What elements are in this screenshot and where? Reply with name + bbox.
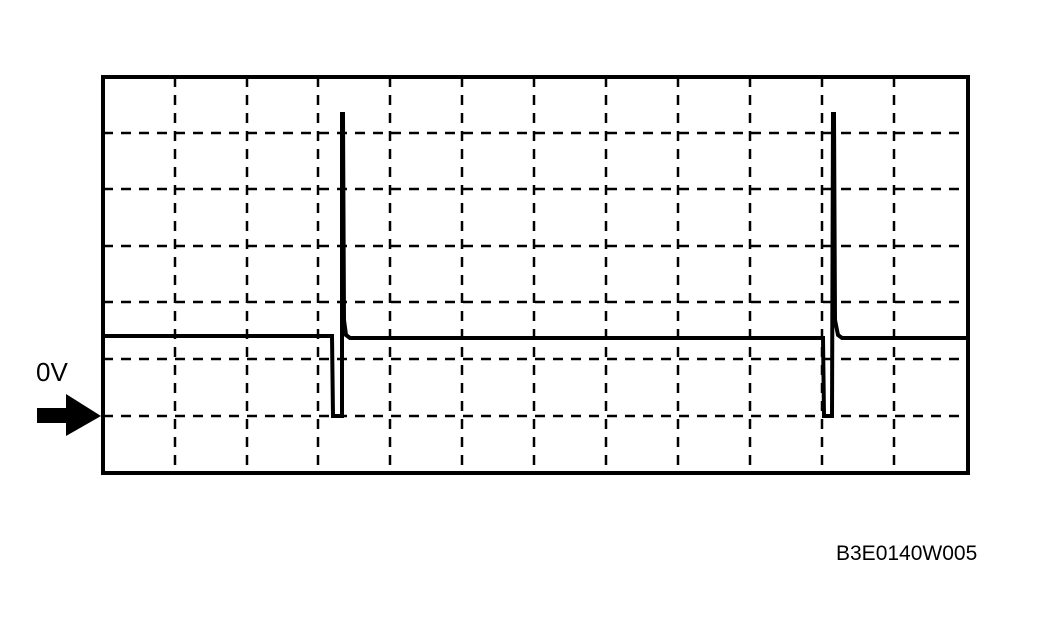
horizontal-grid-lines xyxy=(103,131,968,418)
zero-volt-label: 0V xyxy=(36,357,68,387)
figure-id-label: B3E0140W005 xyxy=(836,542,978,565)
waveform-trace xyxy=(103,112,968,418)
scope-frame xyxy=(101,75,970,475)
zero-volt-arrow-icon xyxy=(37,394,101,436)
vertical-grid-lines xyxy=(173,77,896,473)
